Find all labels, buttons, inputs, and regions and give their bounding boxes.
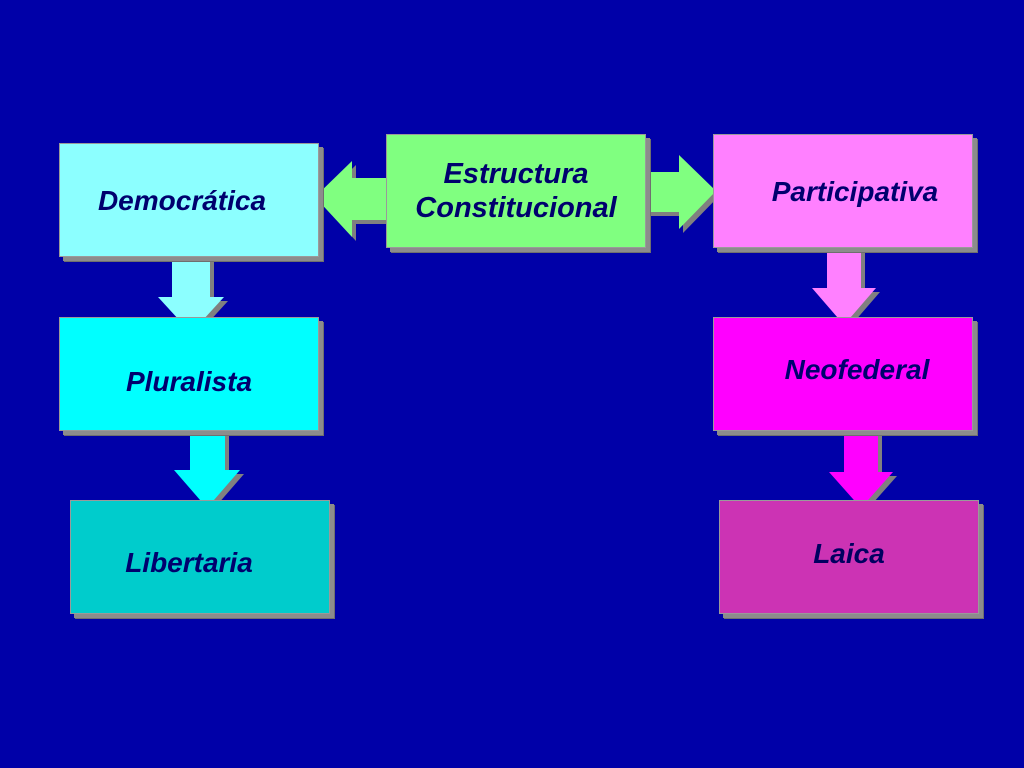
- participativa-label: Participativa: [771, 175, 939, 207]
- neofederal-box: Neofederal: [713, 317, 973, 431]
- libertaria-box: Libertaria: [70, 500, 330, 614]
- pluralista-label: Pluralista: [125, 365, 253, 397]
- estructura-constitucional-label: Estructura Constitucional: [415, 157, 616, 225]
- neofederal-label: Neofederal: [784, 353, 930, 385]
- laica-box: Laica: [719, 500, 979, 614]
- laica-label: Laica: [813, 537, 885, 569]
- democratica-label: Democrática: [97, 184, 267, 216]
- estructura-constitucional-box: Estructura Constitucional: [386, 134, 646, 248]
- arrow-to-participativa: [643, 155, 720, 233]
- arrow-to-democratica: [315, 161, 396, 241]
- participativa-box: Participativa: [713, 134, 973, 248]
- center-label-line1: Estructura: [443, 158, 589, 190]
- center-label-line2: Constitucional: [415, 192, 617, 224]
- libertaria-label: Libertaria: [125, 546, 253, 578]
- democratica-box: Democrática: [59, 143, 319, 257]
- pluralista-box: Pluralista: [59, 317, 319, 431]
